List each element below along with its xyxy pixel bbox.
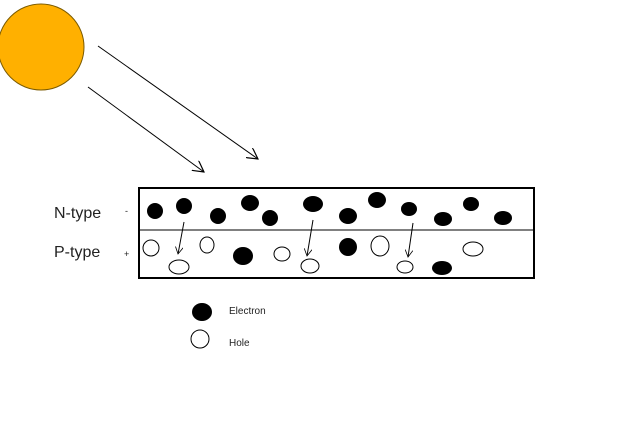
n-type-sign: - xyxy=(125,206,128,216)
n-type-label: N-type xyxy=(54,205,101,222)
electron xyxy=(339,208,357,224)
light-ray xyxy=(97,45,258,159)
electron xyxy=(262,210,278,226)
legend-electron-label: Electron xyxy=(229,306,266,317)
legend: Electron Hole xyxy=(190,303,266,349)
p-region-particles xyxy=(142,235,484,275)
electron xyxy=(401,202,417,216)
hole xyxy=(199,236,215,254)
electron xyxy=(233,247,253,265)
electron xyxy=(147,203,163,219)
electron xyxy=(303,196,323,212)
p-type-label: P-type xyxy=(54,244,100,261)
hole xyxy=(370,235,390,257)
electron xyxy=(432,261,452,275)
electron xyxy=(494,211,512,225)
light-ray xyxy=(87,86,204,172)
electron xyxy=(368,192,386,208)
electron xyxy=(463,197,479,211)
electron xyxy=(241,195,259,211)
p-type-sign: + xyxy=(124,249,129,259)
electron-movement-arrow xyxy=(408,222,414,257)
hole xyxy=(462,241,484,257)
hole xyxy=(142,239,160,257)
electron xyxy=(434,212,452,226)
legend-hole-symbol xyxy=(190,329,210,349)
legend-hole-label: Hole xyxy=(229,338,250,349)
hole xyxy=(168,259,190,275)
n-region-electrons xyxy=(147,192,512,226)
hole xyxy=(273,246,291,262)
electron xyxy=(339,238,357,256)
hole xyxy=(300,258,320,274)
electron xyxy=(210,208,226,224)
electron-movement-arrow xyxy=(307,219,314,256)
electron-movement-arrow xyxy=(178,221,185,254)
sun xyxy=(0,3,85,91)
hole xyxy=(396,260,414,274)
legend-electron-symbol xyxy=(192,303,212,321)
electron xyxy=(176,198,192,214)
